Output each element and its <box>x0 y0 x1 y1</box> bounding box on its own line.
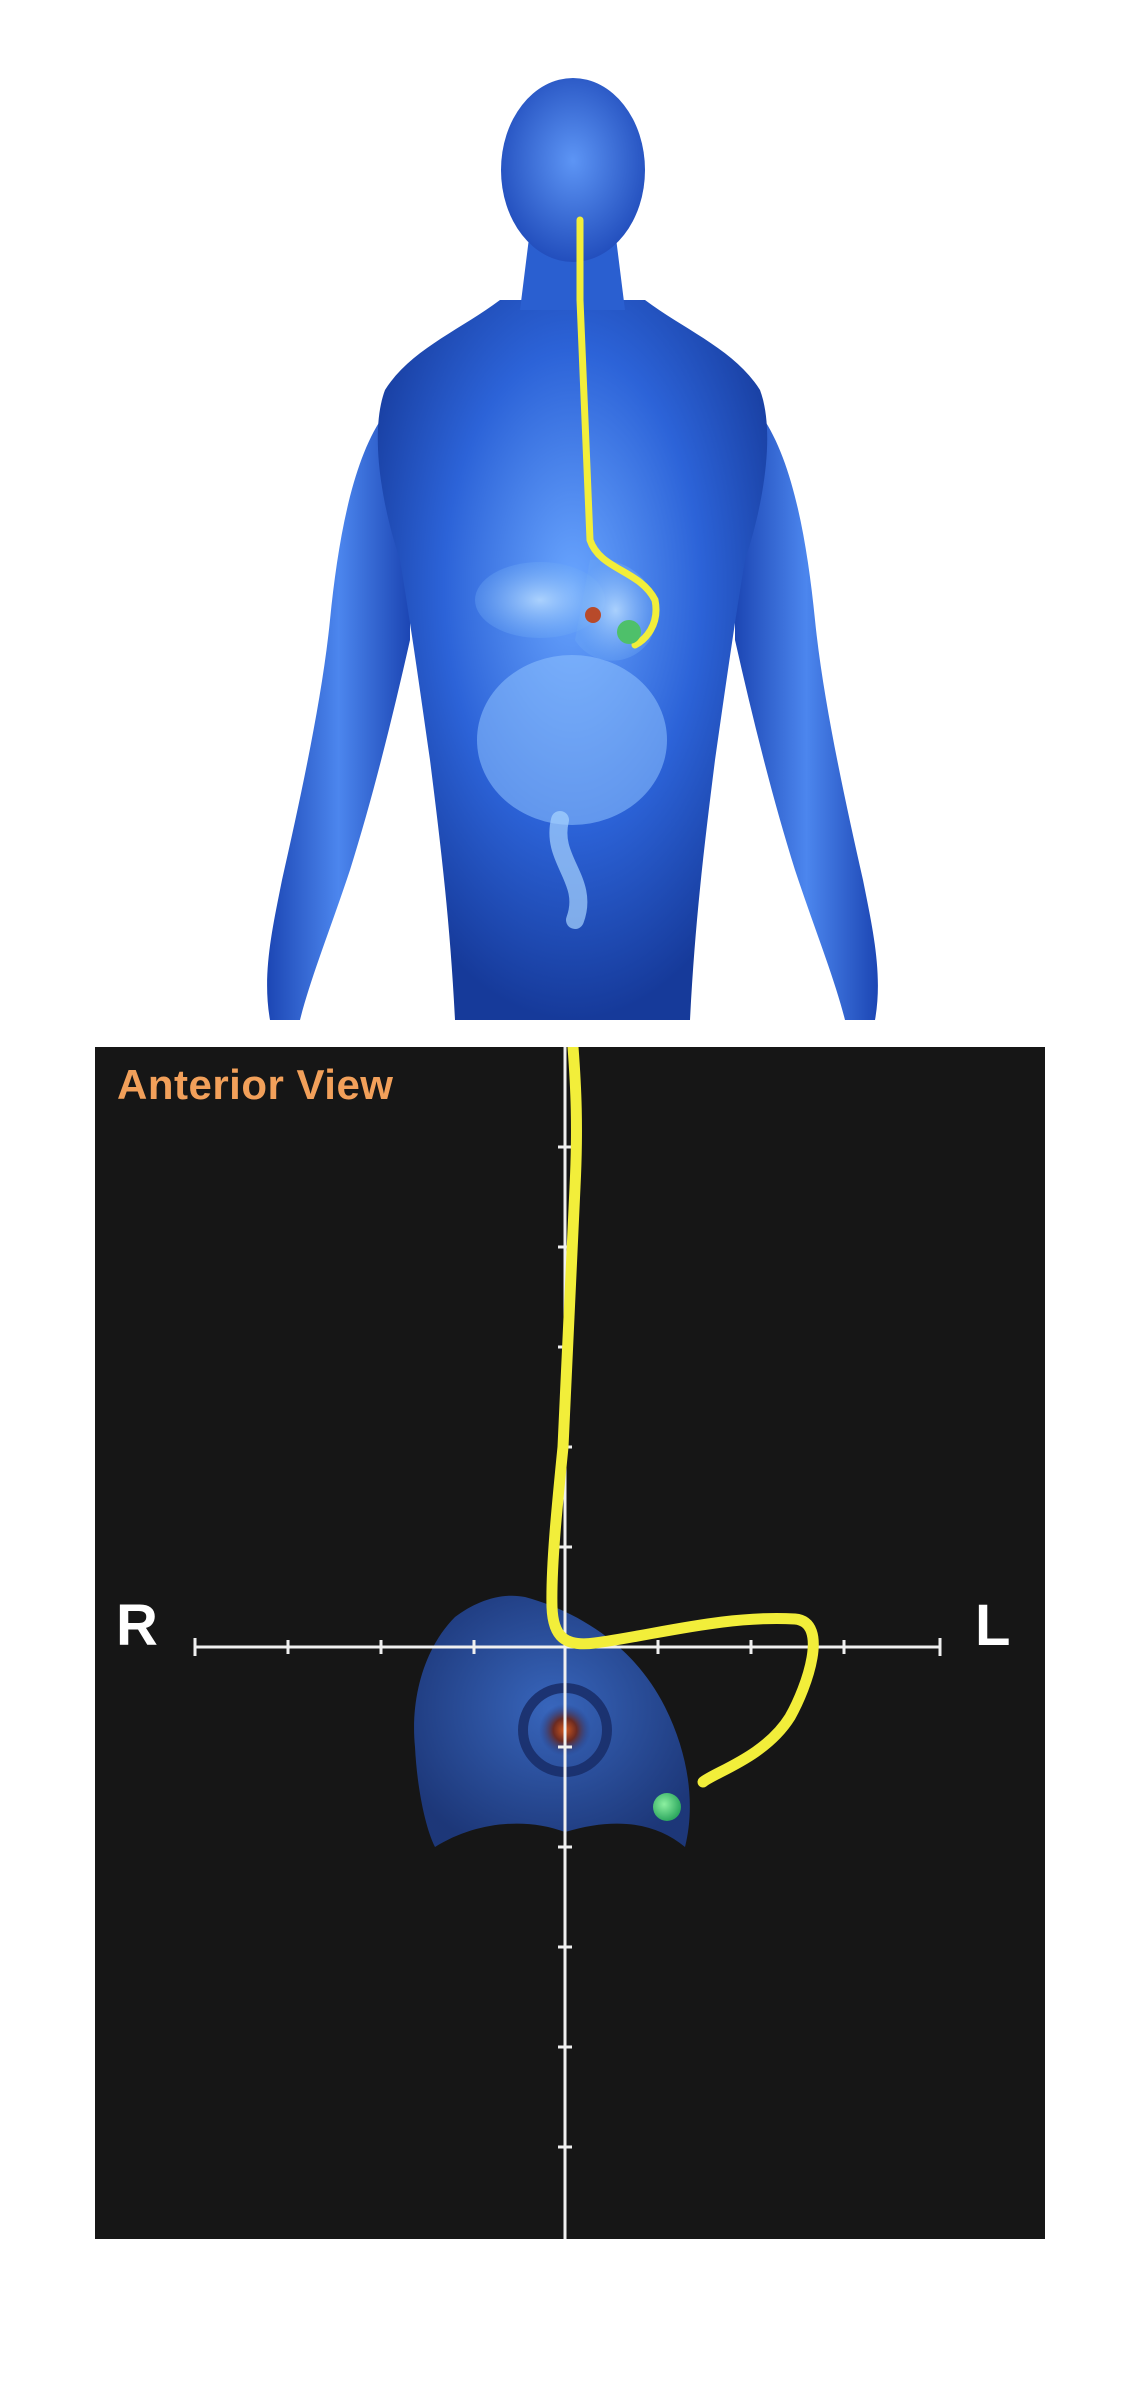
head <box>501 78 645 262</box>
feeding-tube <box>576 216 660 649</box>
right-direction-label: R <box>116 1593 158 1658</box>
left-direction-label: L <box>975 1593 1011 1658</box>
tube-tip-marker <box>617 620 641 644</box>
colon-lower <box>549 811 588 929</box>
view-title: Anterior View <box>117 1061 394 1108</box>
liver <box>475 562 605 638</box>
pylorus-marker <box>585 607 601 623</box>
anterior-view-panel: Anterior View R L <box>95 1047 1045 2239</box>
intestines <box>477 655 667 825</box>
right-arm <box>267 390 410 1020</box>
left-arm <box>735 390 878 1020</box>
tube-tip-marker <box>653 1793 681 1821</box>
anterior-view-graphic <box>193 1047 942 2239</box>
feeding-tube <box>546 1047 819 1788</box>
horizontal-axis-ticks <box>193 1638 942 1656</box>
human-body-illustration <box>267 78 878 1020</box>
